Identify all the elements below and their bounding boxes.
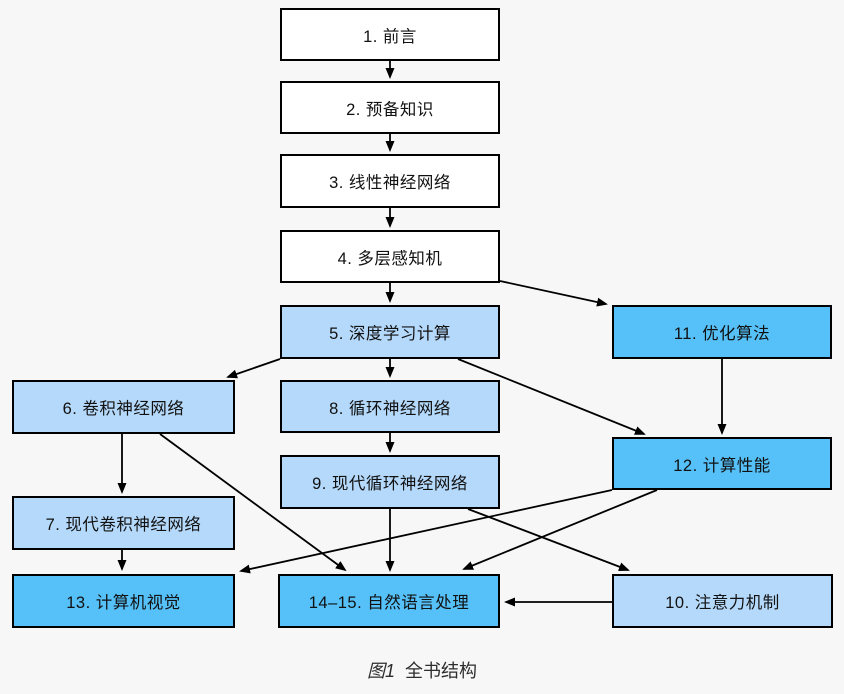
edge-5-6	[226, 358, 281, 379]
edge-9-10	[467, 508, 630, 571]
node-chapter-12: 12. 计算性能	[612, 437, 832, 490]
edge-4-11	[499, 280, 608, 307]
figure-caption-title: 全书结构	[405, 661, 477, 681]
node-chapter-4: 4. 多层感知机	[280, 230, 500, 283]
node-chapter-6: 6. 卷积神经网络	[12, 380, 235, 434]
node-chapter-10: 10. 注意力机制	[612, 574, 833, 628]
node-chapter-3: 3. 线性神经网络	[280, 154, 500, 208]
figure-caption: 图1 全书结构	[0, 657, 844, 683]
node-chapter-11: 11. 优化算法	[612, 305, 832, 359]
node-chapter-14-15: 14–15. 自然语言处理	[278, 574, 500, 628]
node-chapter-9: 9. 现代循环神经网络	[280, 455, 500, 509]
figure-caption-number: 图1	[366, 661, 395, 681]
node-chapter-7: 7. 现代卷积神经网络	[12, 496, 235, 550]
node-chapter-1: 1. 前言	[280, 8, 500, 61]
node-chapter-13: 13. 计算机视觉	[12, 574, 235, 628]
node-chapter-5: 5. 深度学习计算	[280, 305, 500, 359]
node-chapter-8: 8. 循环神经网络	[280, 380, 500, 433]
node-chapter-2: 2. 预备知识	[280, 81, 500, 134]
